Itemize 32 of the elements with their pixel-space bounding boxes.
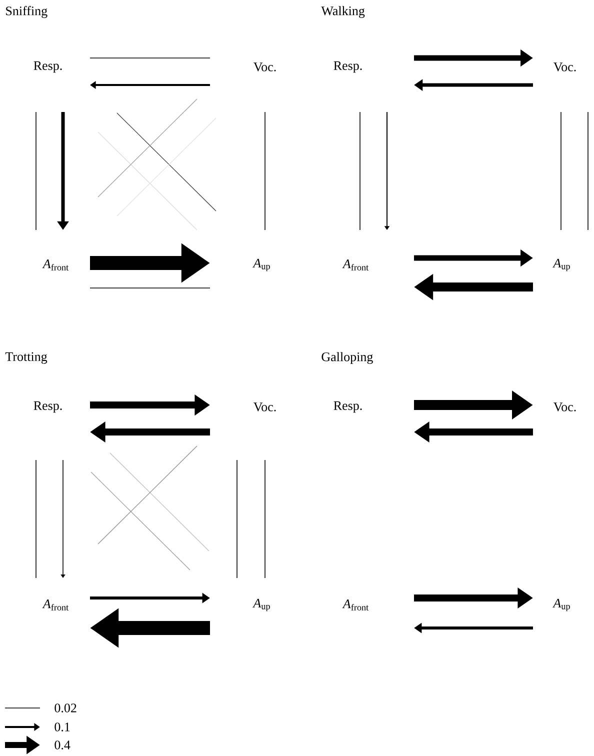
node-label: Voc.	[554, 402, 576, 412]
connector-line	[264, 112, 266, 230]
panel-title: Trotting	[5, 352, 48, 364]
node-label: A$_{front}$	[42, 260, 69, 270]
node-label: A$_{up}$	[252, 598, 270, 612]
node-label: Voc.	[254, 62, 276, 72]
connector-line	[264, 460, 266, 578]
node-label: A$_{front}$	[342, 600, 369, 610]
connector-line	[98, 132, 198, 230]
connector-line	[236, 460, 238, 578]
legend-label: 0.4	[54, 740, 70, 750]
node-label: Resp.	[334, 401, 362, 413]
connector-line	[90, 472, 190, 570]
connector-line	[110, 452, 210, 552]
panel-title: Walking	[321, 6, 365, 18]
connector-line	[98, 98, 198, 198]
node-label: A$_{up}$	[252, 258, 270, 272]
node-label: Voc.	[254, 402, 276, 412]
node-label: A$_{up}$	[552, 258, 570, 272]
connector-line	[98, 446, 198, 544]
node-label: A$_{up}$	[552, 598, 570, 612]
panel-title: Galloping	[322, 352, 373, 364]
node-label: A$_{front}$	[42, 600, 69, 610]
node-label: A$_{front}$	[342, 260, 369, 270]
legend-label: 0.1	[54, 722, 70, 732]
panel-title: Sniffing	[6, 6, 48, 18]
node-label: Resp.	[34, 401, 62, 413]
node-label: Voc.	[554, 62, 576, 72]
connector-line	[560, 112, 562, 230]
node-label: Resp.	[334, 61, 362, 73]
node-label: Resp.	[34, 61, 62, 73]
legend-label: 0.02	[54, 704, 76, 712]
